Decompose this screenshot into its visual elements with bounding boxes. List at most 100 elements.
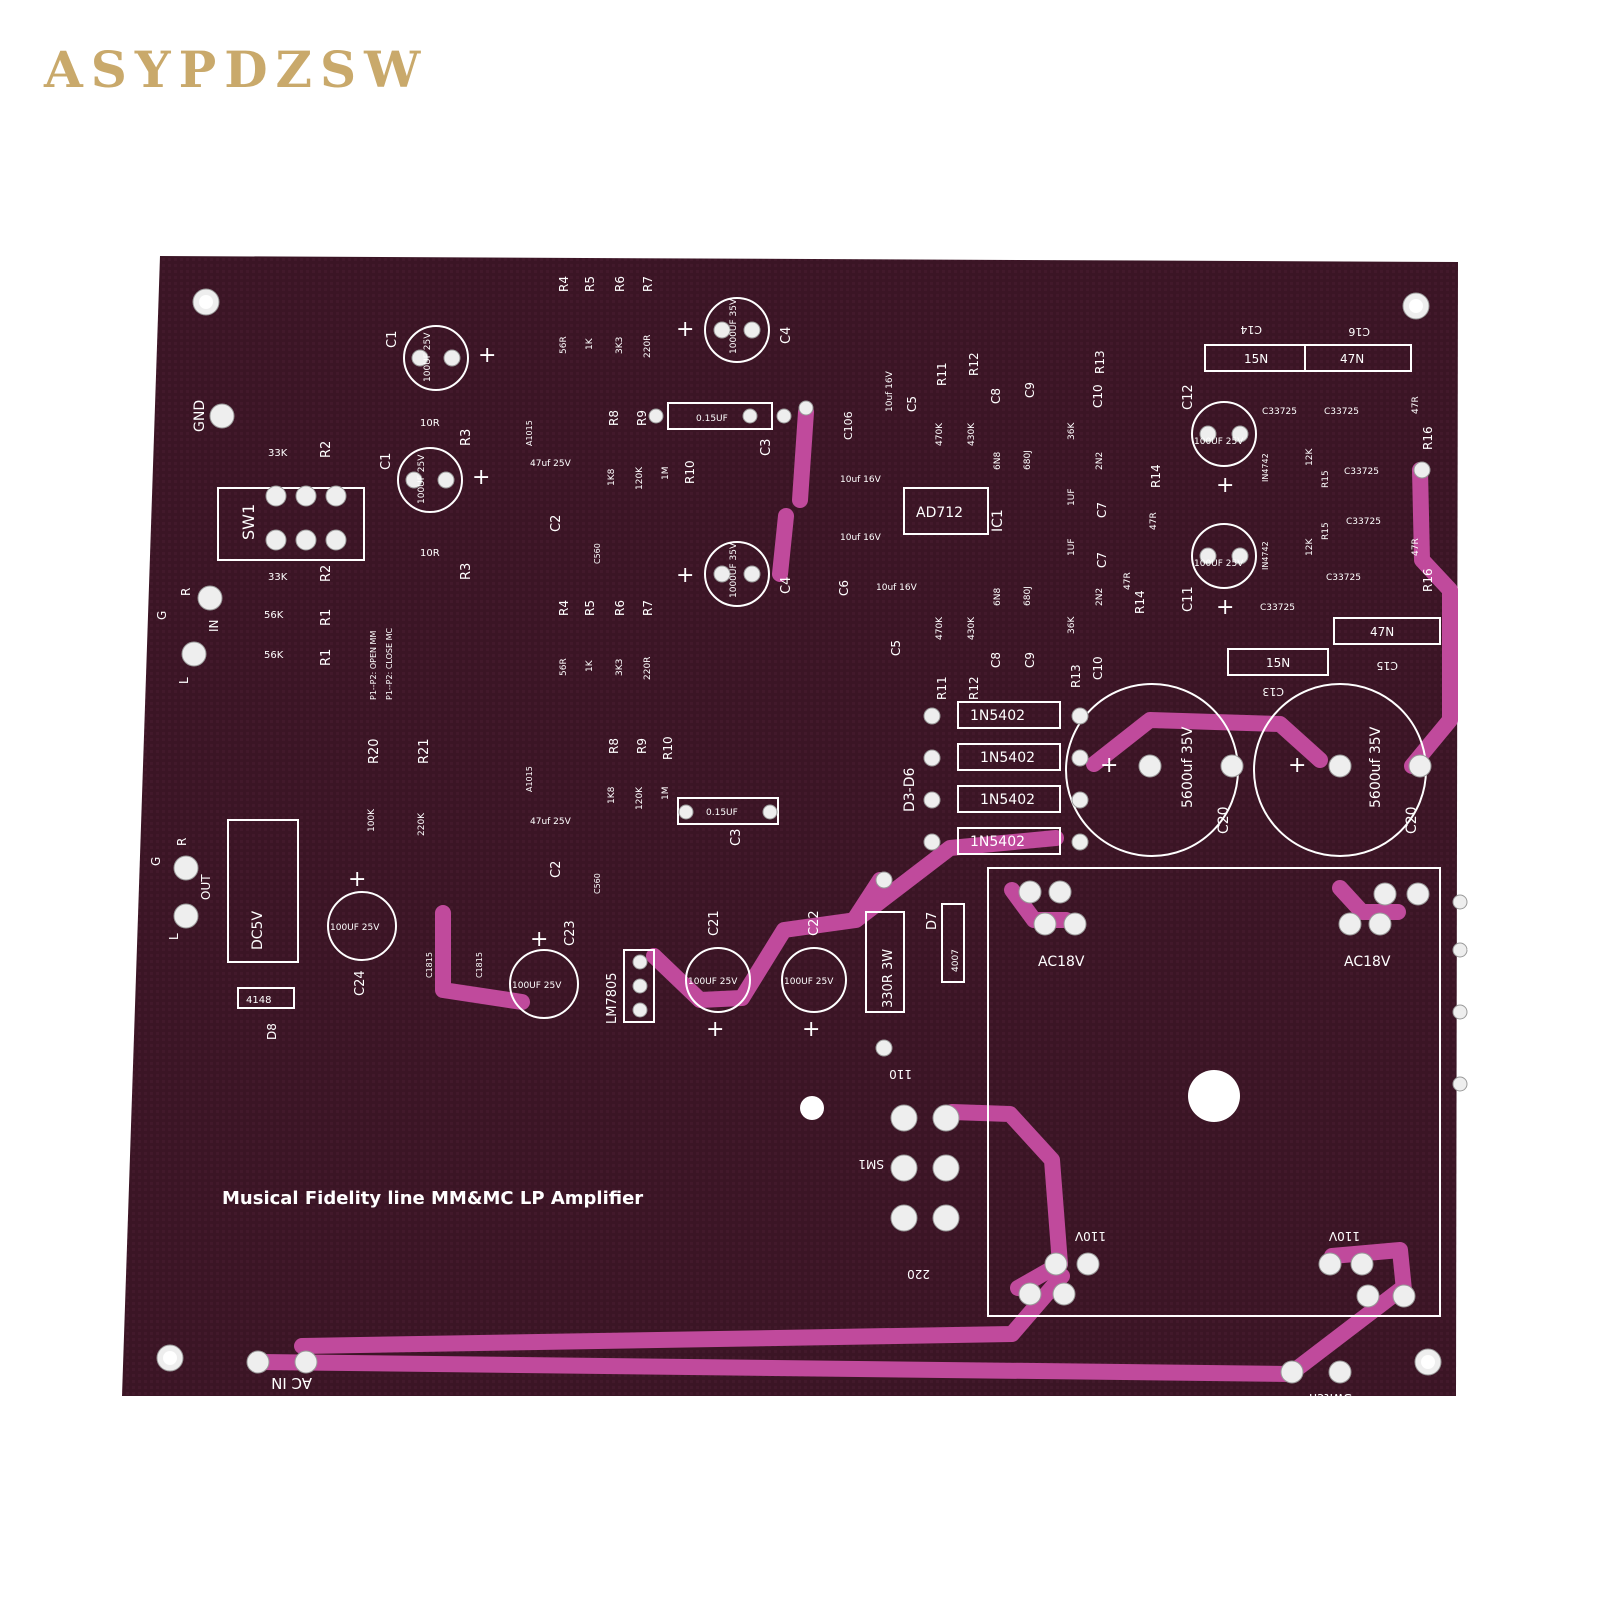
svg-text:P1--P2: OPEN MM: P1--P2: OPEN MM: [369, 631, 378, 700]
svg-text:4007: 4007: [951, 949, 961, 972]
svg-text:100UF 25V: 100UF 25V: [330, 923, 380, 933]
svg-text:0.15UF: 0.15UF: [706, 808, 738, 818]
svg-text:R2: R2: [319, 565, 334, 582]
svg-text:AC18V: AC18V: [1344, 954, 1391, 970]
svg-text:15N: 15N: [1244, 352, 1268, 366]
svg-text:DC5V: DC5V: [250, 911, 266, 950]
svg-text:R10: R10: [661, 736, 675, 760]
svg-text:C560: C560: [593, 543, 602, 564]
svg-text:680J: 680J: [1023, 450, 1033, 470]
svg-text:C20: C20: [1216, 806, 1232, 834]
svg-text:R3: R3: [459, 429, 474, 446]
svg-text:1M: 1M: [661, 467, 671, 481]
svg-text:P1--P2: CLOSE MC: P1--P2: CLOSE MC: [385, 628, 394, 700]
svg-text:1N5402: 1N5402: [970, 708, 1025, 724]
board-title: Musical Fidelity line MM&MC LP Amplifier: [222, 1188, 643, 1209]
svg-text:A1015: A1015: [525, 420, 534, 446]
svg-text:D3-D6: D3-D6: [902, 767, 918, 812]
svg-text:R1: R1: [319, 609, 334, 626]
svg-text:R12: R12: [967, 352, 981, 376]
svg-text:56K: 56K: [264, 650, 284, 661]
svg-text:33K: 33K: [268, 448, 288, 459]
svg-text:R5: R5: [583, 276, 597, 292]
svg-text:C33725: C33725: [1262, 407, 1297, 417]
svg-text:L: L: [177, 677, 191, 684]
silkscreen-outlines: [217, 297, 1441, 1317]
svg-text:+: +: [1288, 753, 1306, 778]
svg-text:LM7805: LM7805: [605, 972, 620, 1024]
svg-text:330R 3W: 330R 3W: [881, 949, 896, 1008]
svg-text:1000UF 35V: 1000UF 35V: [729, 542, 739, 598]
svg-text:AC18V: AC18V: [1038, 954, 1085, 970]
svg-text:R6: R6: [613, 276, 627, 292]
svg-text:C1: C1: [385, 331, 400, 348]
svg-text:10uf 16V: 10uf 16V: [840, 475, 882, 485]
svg-text:D8: D8: [265, 1023, 279, 1040]
svg-text:1K: 1K: [585, 337, 595, 350]
svg-text:36K: 36K: [1067, 422, 1077, 440]
svg-text:1K: 1K: [585, 659, 595, 672]
svg-text:110V: 110V: [1328, 1229, 1360, 1243]
svg-text:R14: R14: [1149, 464, 1163, 488]
svg-text:R9: R9: [635, 738, 649, 754]
svg-text:IN4742: IN4742: [1261, 453, 1270, 482]
svg-text:12K: 12K: [1305, 448, 1315, 466]
svg-text:C20: C20: [1404, 806, 1420, 834]
svg-text:R21: R21: [417, 738, 432, 764]
svg-text:56R: 56R: [559, 336, 569, 354]
svg-text:+: +: [802, 1017, 820, 1042]
svg-text:A1015: A1015: [525, 766, 534, 792]
svg-text:100UF 25V: 100UF 25V: [417, 454, 427, 504]
svg-text:100UF 25V: 100UF 25V: [512, 981, 562, 991]
svg-text:47uf 25V: 47uf 25V: [530, 817, 572, 827]
svg-text:R5: R5: [583, 600, 597, 616]
svg-text:100UF 25V: 100UF 25V: [784, 977, 834, 987]
svg-text:100UF 25V: 100UF 25V: [1194, 559, 1244, 569]
svg-text:R16: R16: [1421, 426, 1435, 450]
svg-text:1000UF 35V: 1000UF 35V: [729, 298, 739, 354]
svg-text:680J: 680J: [1023, 586, 1033, 606]
svg-text:R8: R8: [607, 738, 621, 754]
svg-text:C33725: C33725: [1324, 407, 1359, 417]
svg-text:120K: 120K: [635, 786, 645, 810]
svg-text:1UF: 1UF: [1067, 539, 1077, 557]
svg-text:47R: 47R: [1149, 512, 1159, 530]
svg-text:R: R: [175, 838, 189, 846]
svg-text:C5: C5: [889, 640, 903, 656]
svg-text:100K: 100K: [367, 808, 377, 832]
svg-text:47uf 25V: 47uf 25V: [530, 459, 572, 469]
svg-text:10R: 10R: [420, 418, 440, 429]
svg-text:+ LED -: + LED -: [1464, 912, 1477, 954]
svg-text:+: +: [676, 317, 694, 342]
svg-text:2N2: 2N2: [1095, 452, 1105, 470]
svg-text:R7: R7: [641, 600, 655, 616]
svg-text:AD712: AD712: [916, 505, 963, 521]
svg-text:C4: C4: [779, 327, 794, 344]
svg-text:AC IN: AC IN: [271, 1374, 312, 1392]
svg-text:+: +: [1216, 473, 1234, 498]
svg-text:C33725: C33725: [1260, 603, 1295, 613]
svg-text:56K: 56K: [264, 610, 284, 621]
svg-text:R3: R3: [459, 563, 474, 580]
svg-text:3K3: 3K3: [615, 659, 625, 676]
svg-text:220K: 220K: [417, 812, 427, 836]
svg-text:R14: R14: [1133, 590, 1147, 614]
silkscreen-text: Musical Fidelity line MM&MC LP Amplifier…: [149, 276, 1477, 1405]
svg-text:C10: C10: [1091, 656, 1105, 680]
svg-text:+: +: [676, 563, 694, 588]
svg-text:5600uf 35V: 5600uf 35V: [1368, 726, 1384, 808]
svg-text:110V: 110V: [1074, 1229, 1106, 1243]
svg-text:C9: C9: [1023, 382, 1037, 398]
svg-text:G: G: [155, 611, 169, 620]
svg-text:47R: 47R: [1123, 572, 1133, 590]
svg-text:3K3: 3K3: [615, 337, 625, 354]
svg-text:R8: R8: [607, 410, 621, 426]
svg-text:C16: C16: [1348, 325, 1370, 338]
svg-text:R20: R20: [367, 738, 382, 764]
svg-text:R7: R7: [641, 276, 655, 292]
svg-text:1K8: 1K8: [607, 786, 617, 804]
svg-text:33K: 33K: [268, 572, 288, 583]
svg-text:C21: C21: [707, 910, 722, 936]
svg-text:R4: R4: [557, 600, 571, 616]
